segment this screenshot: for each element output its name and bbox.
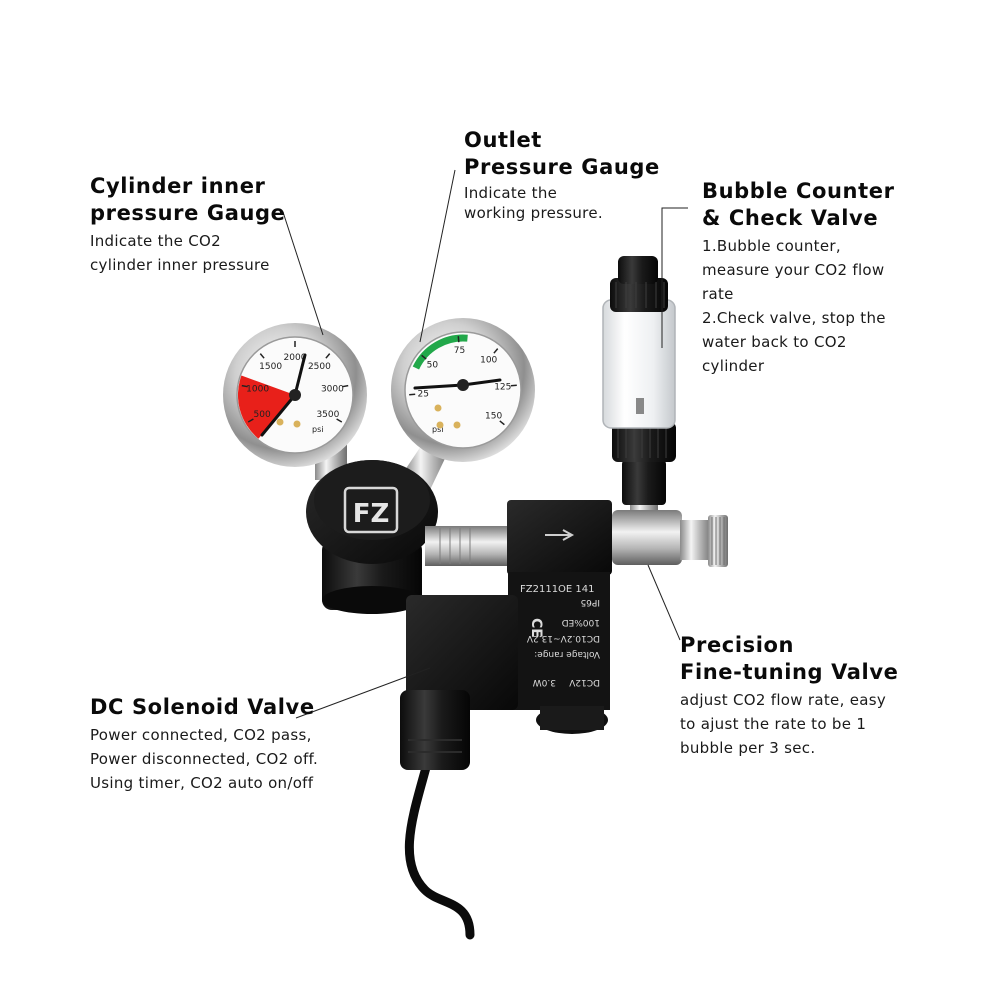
leader-outlet-gauge <box>419 169 456 343</box>
cylinder-gauge-tick-mark <box>259 353 265 359</box>
cylinder-gauge-tick-label: 2000 <box>284 353 307 363</box>
bubble-counter <box>602 256 676 510</box>
cylinder-gauge-tick-label: 500 <box>254 410 271 420</box>
outlet-gauge-tick-mark <box>409 393 416 396</box>
outlet-gauge-tick-label: 100 <box>480 355 497 365</box>
outlet-gauge: 25 50 75 100 125 150 psi <box>391 318 535 462</box>
solenoid-model: FZ2111OE 141 <box>520 584 595 595</box>
annotation-cylinder-gauge: Cylinder inner pressure Gauge Indicate t… <box>90 173 286 277</box>
annotation-description: Indicate the CO2 cylinder inner pressure <box>90 232 270 274</box>
solenoid-voltage-range: DC10.2V~13.2V <box>526 633 600 643</box>
regulator-body: FZ <box>306 460 438 614</box>
leader-cylinder-gauge <box>282 211 324 336</box>
solenoid-duty: 100%ED <box>562 617 600 627</box>
cylinder-gauge-needle <box>260 393 297 437</box>
annotation-title: DC Solenoid Valve <box>90 695 315 719</box>
solenoid-voltage-label: Voltage range: <box>534 649 600 659</box>
solenoid-top-block <box>507 500 612 575</box>
outlet-gauge-tick-label: 125 <box>494 383 511 393</box>
outlet-gauge-tick-mark <box>493 348 499 354</box>
annotation-description: 1.Bubble counter, measure your CO2 flow … <box>702 237 886 375</box>
connector-pipe <box>425 526 513 566</box>
outlet-gauge-tick-mark <box>457 336 460 343</box>
cylinder-gauge-red-zone <box>237 375 295 439</box>
leader-solenoid-valve <box>295 667 431 719</box>
cylinder-gauge-tick-mark <box>247 418 254 423</box>
outlet-gauge-unit: psi <box>432 425 443 434</box>
outlet-gauge-needle <box>413 383 465 390</box>
annotation-solenoid-valve: DC Solenoid Valve Power connected, CO2 p… <box>90 694 318 795</box>
cylinder-gauge-tick-label: 3500 <box>316 410 339 420</box>
leader-bubble-counter <box>661 207 688 348</box>
annotation-title: Precision Fine-tuning Valve <box>680 633 899 684</box>
solenoid-power: 3.0W <box>533 677 556 687</box>
annotation-fine-tuning-valve: Precision Fine-tuning Valve adjust CO2 f… <box>680 632 899 760</box>
leader-fine-tuning-valve <box>647 564 681 641</box>
solenoid-valve: FZ2111OE 141 IP65 100%ED DC10.2V~13.2V V… <box>400 572 610 770</box>
annotation-bubble-counter: Bubble Counter & Check Valve 1.Bubble co… <box>702 178 895 378</box>
outlet-gauge-tick-mark <box>499 420 505 426</box>
ce-mark: CE <box>528 618 544 638</box>
cylinder-gauge-tick-label: 1500 <box>259 362 282 372</box>
cylinder-gauge-tick-mark <box>336 418 343 423</box>
fine-tuning-valve <box>612 510 728 567</box>
brand-logo: FZ <box>353 499 390 529</box>
outlet-gauge-tick-label: 50 <box>427 360 439 370</box>
outlet-gauge-tick-label: 150 <box>485 412 502 422</box>
cylinder-gauge-tick-mark <box>241 384 248 388</box>
cylinder-gauge-tick-label: 3000 <box>321 384 344 394</box>
solenoid-rating: IP65 <box>580 597 600 607</box>
leader-lines <box>282 169 688 719</box>
annotation-title: Bubble Counter & Check Valve <box>702 179 895 230</box>
cylinder-gauge-tick-mark <box>325 353 331 359</box>
outlet-gauge-tick-mark <box>510 384 517 387</box>
annotation-title: Outlet Pressure Gauge <box>464 128 660 179</box>
annotation-description: Power connected, CO2 pass, Power disconn… <box>90 726 319 792</box>
cylinder-gauge-tick-label: 2500 <box>308 362 331 372</box>
annotation-description: Indicate the working pressure. <box>464 184 603 222</box>
solenoid-voltage: DC12V <box>568 677 600 687</box>
cylinder-gauge-tick-mark <box>342 384 349 388</box>
power-cable <box>404 755 475 940</box>
annotation-description: adjust CO2 flow rate, easy to ajust the … <box>680 691 887 757</box>
outlet-gauge-tick-label: 75 <box>454 346 465 356</box>
outlet-gauge-tick-mark <box>421 354 427 360</box>
cylinder-gauge-unit: psi <box>312 425 323 434</box>
outlet-gauge-green-zone <box>412 334 468 370</box>
cylinder-gauge-tick-label: 1000 <box>246 384 269 394</box>
annotation-title: Cylinder inner pressure Gauge <box>90 174 286 225</box>
outlet-gauge-tick-label: 25 <box>417 390 428 400</box>
annotation-outlet-gauge: Outlet Pressure Gauge Indicate the worki… <box>464 127 660 223</box>
